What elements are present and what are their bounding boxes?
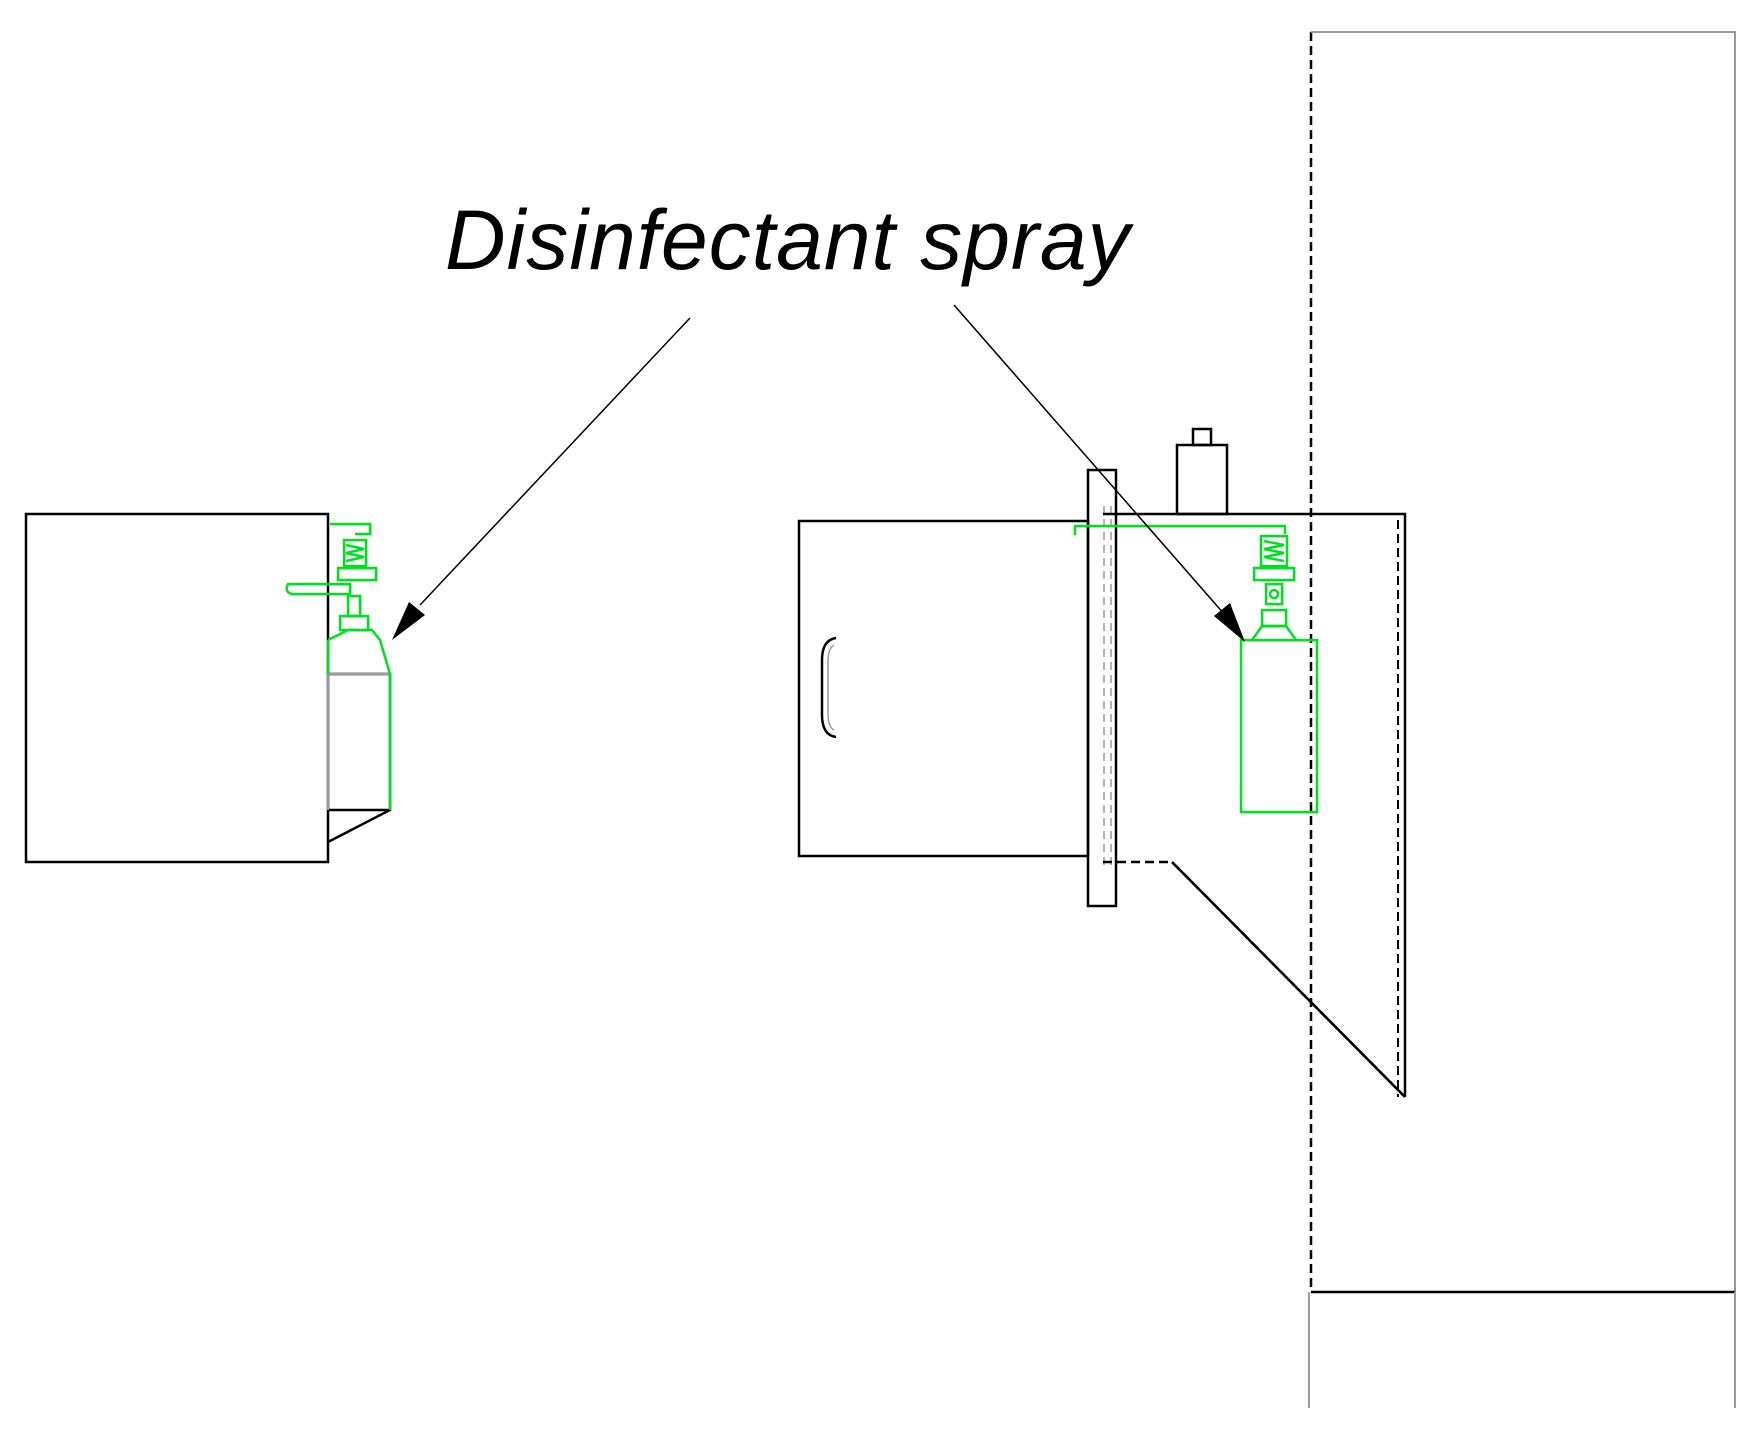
wall-outline — [1308, 31, 1736, 1408]
left-spray-unit — [285, 522, 392, 810]
right-spray-spring — [1259, 534, 1289, 568]
left-spray-valve — [346, 594, 362, 618]
right-cabinet-slope — [1171, 861, 1406, 1098]
left-spray-cap — [336, 566, 378, 582]
door-handle-icon — [820, 636, 837, 739]
right-spray-valve — [1264, 582, 1284, 606]
left-spray-bottle — [327, 628, 392, 810]
right-spray-unit — [1073, 524, 1319, 814]
left-spray-lever — [285, 582, 352, 596]
right-spray-cap — [1252, 566, 1296, 582]
right-cabinet — [797, 427, 1407, 1098]
valve-cylinder-cap — [1191, 427, 1213, 447]
left-spray-spring-coils — [345, 543, 365, 563]
wall-upper-outline — [1311, 31, 1736, 1292]
left-spray-neck — [338, 614, 370, 632]
right-spray-bottle — [1239, 638, 1319, 814]
right-spray-top-rail — [1073, 524, 1287, 535]
door-handle-inner — [827, 644, 835, 731]
callout-label: Disinfectant spray — [445, 193, 1131, 287]
left-leader-line — [419, 317, 691, 606]
arrowhead-icon — [392, 602, 425, 640]
right-spray-shoulder — [1250, 624, 1298, 641]
left-cabinet — [24, 512, 392, 864]
right-spray-spring-coils — [1263, 539, 1285, 563]
right-leader-line — [953, 304, 1226, 616]
right-spray-valve-dot — [1268, 588, 1280, 600]
right-cabinet-bottom — [1103, 860, 1406, 1098]
left-spray-spring — [342, 538, 368, 568]
left-spray-bracket — [330, 522, 372, 536]
right-cabinet-door — [797, 519, 1090, 858]
left-cabinet-box — [24, 512, 330, 864]
arrowhead-icon — [1214, 603, 1245, 642]
left-cabinet-recess — [327, 672, 392, 844]
right-spray-neck — [1260, 608, 1288, 628]
valve-cylinder — [1175, 443, 1229, 516]
right-cabinet-frame-plate — [1086, 468, 1118, 908]
right-cabinet-body-top — [1103, 512, 1407, 1097]
